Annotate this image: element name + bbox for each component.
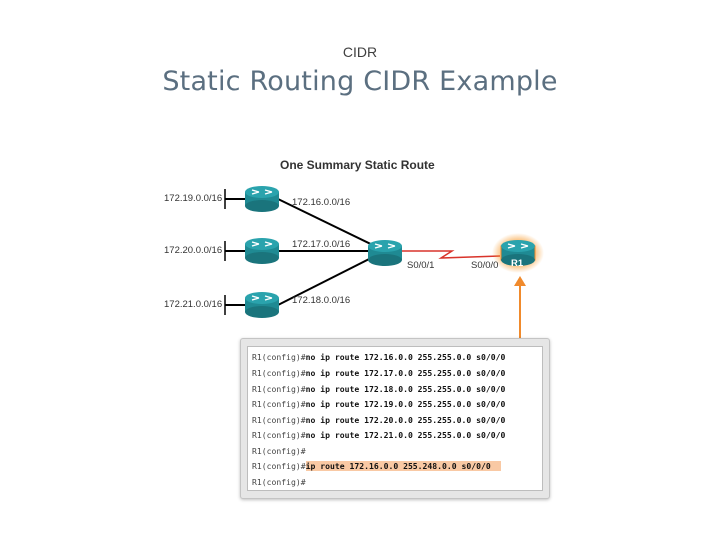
serial-link xyxy=(400,250,501,259)
cli-line: R1(config)#no ip route 172.18.0.0 255.25… xyxy=(252,384,506,394)
cli-line: R1(config)#no ip route 172.21.0.0 255.25… xyxy=(252,430,506,440)
link-172-18 xyxy=(277,250,386,306)
network-label-2: 172.20.0.0/16 xyxy=(164,245,223,256)
header-subtitle: CIDR xyxy=(342,44,378,60)
pointer-arrowhead xyxy=(514,276,526,286)
link-label-1: 172.16.0.0/16 xyxy=(292,197,351,208)
cli-line: R1(config)#no ip route 172.19.0.0 255.25… xyxy=(252,399,506,409)
cli-line: R1(config)# xyxy=(252,477,306,487)
cli-line: R1(config)#no ip route 172.17.0.0 255.25… xyxy=(252,368,506,378)
network-label-3: 172.21.0.0/16 xyxy=(164,299,223,310)
link-label-2: 172.17.0.0/16 xyxy=(292,239,351,250)
network-label-1: 172.19.0.0/16 xyxy=(164,193,223,204)
cli-terminal: R1(config)#no ip route 172.16.0.0 255.25… xyxy=(247,346,543,491)
router-r1-label: R1 xyxy=(511,258,524,269)
interface-label-s001: S0/0/1 xyxy=(407,260,435,271)
cli-line-highlighted: R1(config)#ip route 172.16.0.0 255.248.0… xyxy=(252,459,501,473)
router-icon-3 xyxy=(245,292,279,318)
cli-line: R1(config)#no ip route 172.16.0.0 255.25… xyxy=(252,352,506,362)
router-icon-1 xyxy=(245,186,279,212)
router-icon-central xyxy=(368,240,402,266)
router-r1-icon xyxy=(492,233,544,273)
router-icon-2 xyxy=(245,238,279,264)
cli-panel: R1(config)#no ip route 172.16.0.0 255.25… xyxy=(240,338,550,499)
link-label-3: 172.18.0.0/16 xyxy=(292,295,351,306)
slide-title: Static Routing CIDR Example xyxy=(162,66,558,97)
cli-line: R1(config)#no ip route 172.20.0.0 255.25… xyxy=(252,415,506,425)
cli-line: R1(config)# xyxy=(252,446,306,456)
interface-label-s000: S0/0/0 xyxy=(471,260,499,271)
link-172-16 xyxy=(277,198,386,252)
diagram-title: One Summary Static Route xyxy=(280,158,435,172)
